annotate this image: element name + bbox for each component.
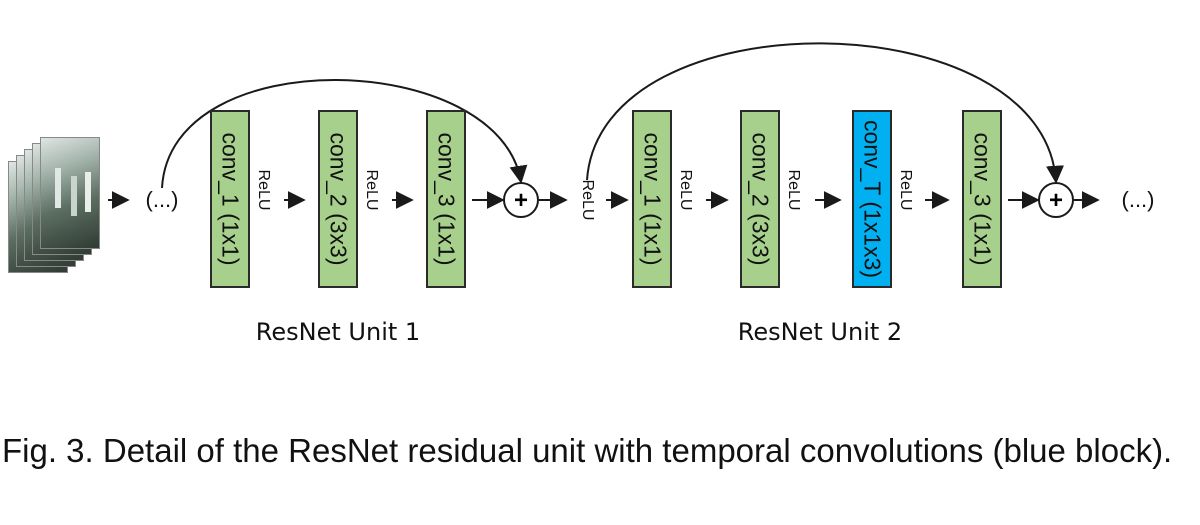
unit1-relu-1: ReLU	[255, 169, 272, 211]
unit1-conv1-label: conv_1 (1x1)	[217, 132, 244, 266]
unit2-label: ResNet Unit 2	[737, 318, 903, 346]
unit2-conv2-block: conv_2 (3x3)	[740, 110, 780, 288]
unit1-conv3-label: conv_3 (1x1)	[433, 132, 460, 266]
add-node-1: +	[503, 182, 539, 218]
unit2-conv1-label: conv_1 (1x1)	[639, 132, 666, 266]
unit2-conv3-block: conv_3 (1x1)	[962, 110, 1002, 288]
unit2-convT-block: conv_T (1x1x3)	[852, 110, 892, 288]
ellipsis-left: (...)	[145, 187, 179, 212]
unit2-conv1-block: conv_1 (1x1)	[632, 110, 672, 288]
ellipsis-right: (...)	[1121, 187, 1155, 212]
unit1-conv2-block: conv_2 (3x3)	[318, 110, 358, 288]
unit1-label: ResNet Unit 1	[255, 318, 421, 346]
add-node-2: +	[1038, 182, 1074, 218]
unit1-conv1-block: conv_1 (1x1)	[210, 110, 250, 288]
unit2-conv3-label: conv_3 (1x1)	[969, 132, 996, 266]
between-units-relu: ReLU	[579, 179, 596, 221]
unit1-conv2-label: conv_2 (3x3)	[325, 132, 352, 266]
unit2-relu-3: ReLU	[897, 169, 914, 211]
skip-connection-2	[586, 42, 1064, 184]
unit2-relu-1: ReLU	[677, 169, 694, 211]
unit2-relu-2: ReLU	[785, 169, 802, 211]
skip-connection-1	[161, 79, 528, 189]
unit1-relu-2: ReLU	[363, 169, 380, 211]
unit2-convT-label: conv_T (1x1x3)	[859, 119, 886, 279]
add-node-2-symbol: +	[1049, 187, 1063, 214]
unit1-conv3-block: conv_3 (1x1)	[426, 110, 466, 288]
video-frame-stack-icon	[8, 135, 103, 273]
unit2-conv2-label: conv_2 (3x3)	[747, 132, 774, 266]
add-node-1-symbol: +	[514, 187, 528, 214]
figure-caption: Fig. 3. Detail of the ResNet residual un…	[2, 432, 1173, 469]
